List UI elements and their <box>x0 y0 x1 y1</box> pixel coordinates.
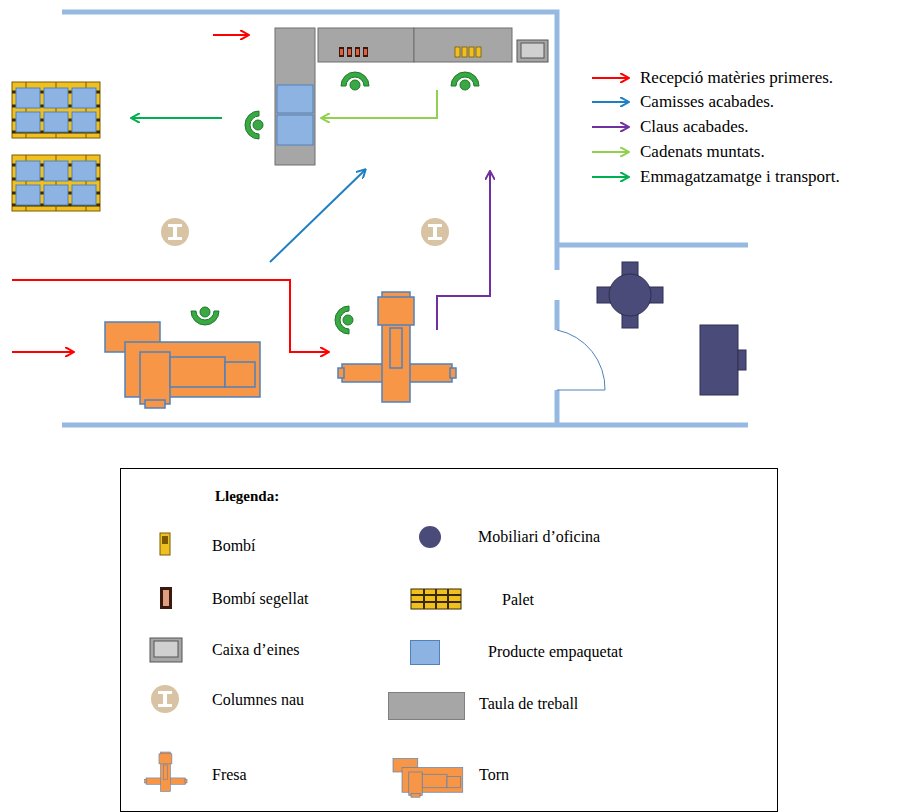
legend-text: Cadenats muntats. <box>640 143 765 161</box>
legend-text: Producte empaquetat <box>488 643 623 661</box>
legend-text: Camisses acabades. <box>640 93 774 111</box>
legend-text: Mobiliari d’oficina <box>478 528 600 546</box>
legend-text: Fresa <box>212 766 247 784</box>
legend-text: Bombí segellat <box>212 590 308 608</box>
legend-text: Bombí <box>212 537 256 555</box>
legend-box: Llegenda: <box>120 468 778 812</box>
legend-swatch <box>388 692 465 720</box>
legend-heading: Llegenda: <box>215 487 279 505</box>
legend-text: Recepció matèries primeres. <box>640 69 833 87</box>
legend-text: Caixa d’eines <box>212 641 300 659</box>
legend-text: Columnes nau <box>212 691 304 709</box>
legend-text: Emmagatzamatge i transport. <box>640 168 840 186</box>
legend-text: Palet <box>502 591 534 609</box>
legend-swatch <box>410 640 440 665</box>
legend-text: Taula de treball <box>479 695 578 713</box>
legend-text: Torn <box>479 766 509 784</box>
legend-text: Claus acabades. <box>640 118 749 136</box>
